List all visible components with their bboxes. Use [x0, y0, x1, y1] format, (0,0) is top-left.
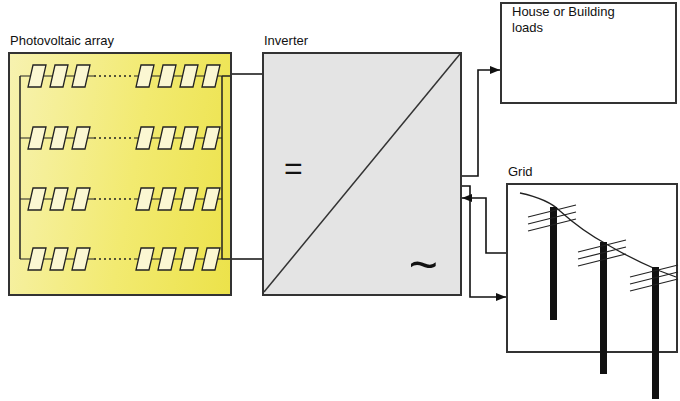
cross-arm: [578, 247, 626, 259]
power-wire: [520, 193, 676, 277]
pv-cell: [158, 65, 176, 87]
pv-cell: [158, 188, 176, 210]
cross-arm: [528, 219, 576, 231]
cross-arm: [528, 212, 576, 224]
bus-stub: [222, 258, 230, 260]
node-heading: Photovoltaic array: [10, 33, 230, 49]
node-heading: Inverter: [264, 33, 460, 49]
text-slot: Grid: [508, 164, 676, 180]
pv-cell: [136, 188, 154, 210]
pv-cell: [72, 248, 90, 270]
utility-pole: [652, 267, 659, 399]
bus-line: [221, 76, 223, 259]
pv-cell: [28, 127, 46, 149]
bus-stub: [222, 75, 230, 77]
pv-cell: [28, 188, 46, 210]
cross-arm: [630, 265, 678, 277]
photovoltaic-array: Photovoltaic array: [8, 52, 232, 296]
cross-arm: [630, 272, 678, 284]
pv-cell: [158, 248, 176, 270]
inverter-diagonal: [264, 54, 460, 292]
pv-cell: [202, 127, 220, 149]
text-slot: =: [284, 152, 303, 184]
text-slot: Photovoltaic array: [10, 33, 230, 49]
pv-cell: [28, 248, 46, 270]
cross-arm: [578, 254, 626, 266]
ac-symbol: ~: [409, 240, 438, 290]
dc-wire: [232, 74, 262, 259]
pv-cell: [180, 127, 198, 149]
utility-pole: [600, 242, 607, 374]
pv-cell: [158, 127, 176, 149]
power-flow-arrow: [462, 70, 500, 176]
text-slot: House or Building loads: [512, 4, 665, 102]
power-flow-arrow: [462, 198, 506, 253]
node-illustration: [508, 185, 676, 351]
bus-line: [19, 76, 21, 259]
pv-cell: [136, 65, 154, 87]
pv-cell: [50, 65, 68, 87]
string-dots: [94, 198, 134, 200]
string-dots: [94, 137, 134, 139]
text-slot: ~: [409, 240, 438, 290]
grid-box: Grid: [506, 183, 678, 353]
cross-arm: [528, 205, 576, 217]
cross-arm: [630, 279, 678, 291]
pv-cell: [50, 127, 68, 149]
pv-cell: [136, 127, 154, 149]
pv-cell: [72, 188, 90, 210]
pv-cell: [180, 65, 198, 87]
pv-cell: [72, 127, 90, 149]
pv-cell: [202, 248, 220, 270]
pv-cell: [50, 188, 68, 210]
pv-cell: [202, 188, 220, 210]
text-slot: Inverter: [264, 33, 460, 49]
load-box: House or Building loads: [500, 2, 677, 104]
pv-cell: [202, 65, 220, 87]
node-label: House or Building loads: [512, 4, 647, 102]
node-heading: Grid: [508, 164, 676, 180]
pv-cell: [50, 248, 68, 270]
string-dots: [94, 258, 134, 260]
power-flow-arrow: [462, 186, 506, 297]
pv-cell: [72, 65, 90, 87]
pv-cell: [180, 188, 198, 210]
cross-arm: [578, 240, 626, 252]
pv-cell: [136, 248, 154, 270]
inverter-box: Inverter=~: [262, 52, 462, 296]
node-illustration: [10, 54, 230, 294]
string-dots: [94, 75, 134, 77]
pv-cell: [28, 65, 46, 87]
pv-cell: [180, 248, 198, 270]
dc-symbol: =: [284, 152, 303, 184]
